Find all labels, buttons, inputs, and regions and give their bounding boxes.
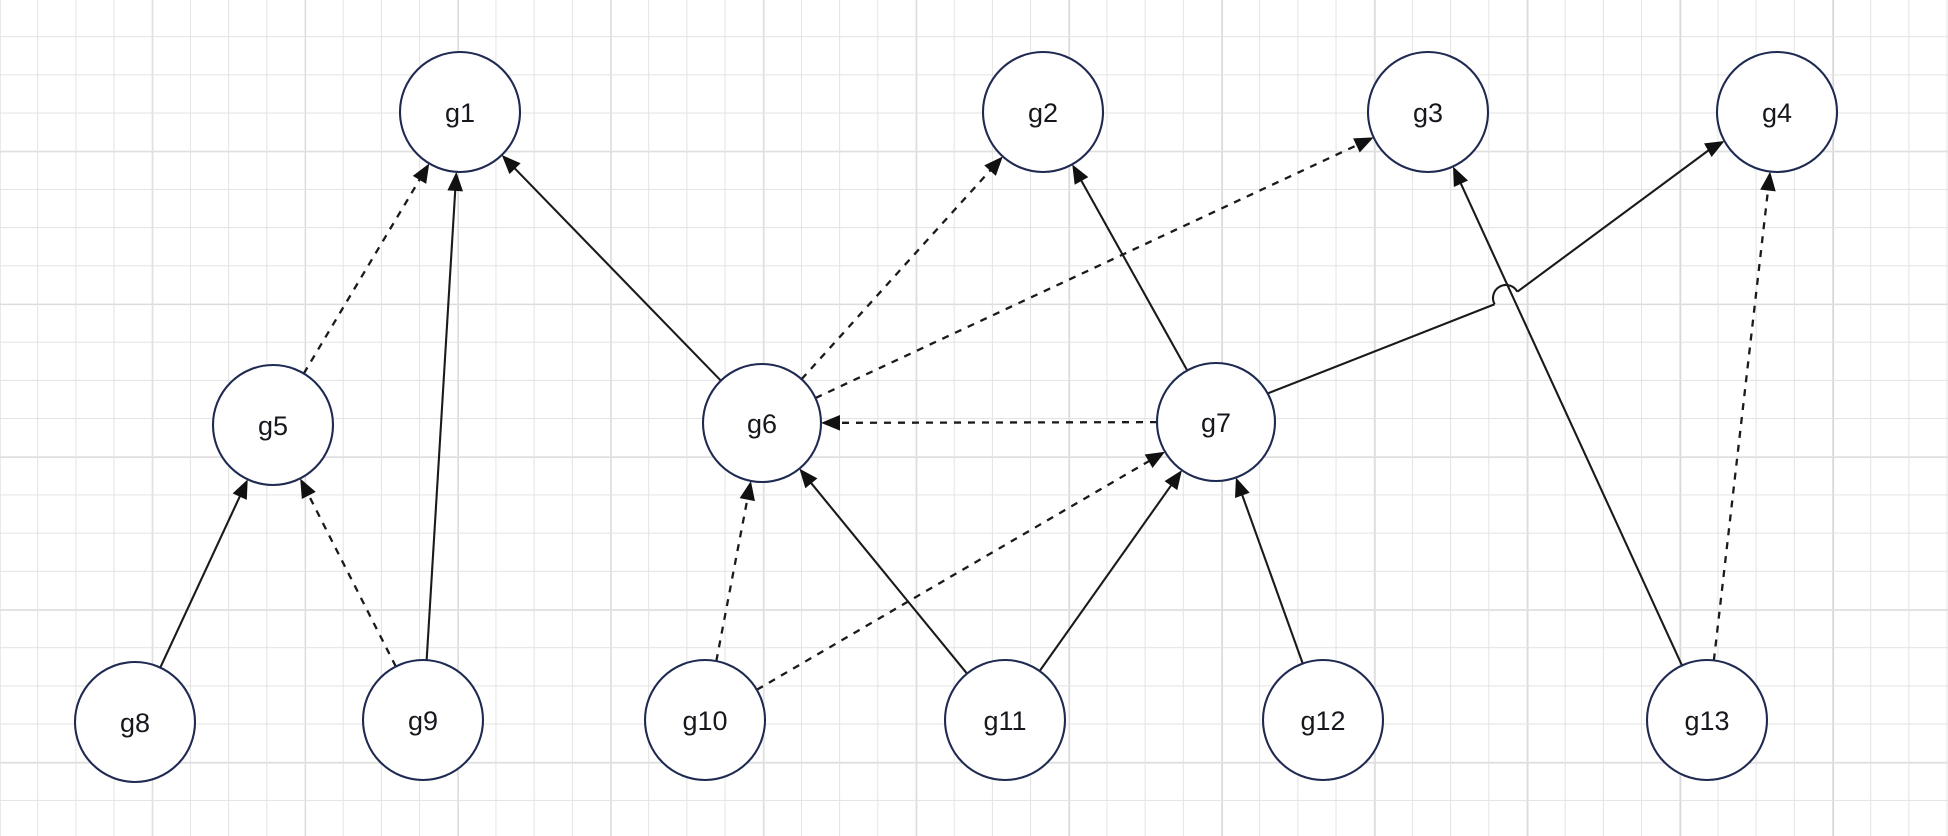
edge-segment (1712, 186, 1770, 661)
arrowhead-icon (1453, 166, 1469, 188)
edge-segment (808, 479, 968, 675)
arrowhead-icon (1235, 477, 1250, 499)
node-g6[interactable]: g6 (701, 362, 823, 484)
node-g1[interactable]: g1 (398, 50, 522, 174)
arrowhead-icon (447, 171, 463, 192)
edge-g11-to-g6[interactable] (799, 468, 968, 675)
node-shape[interactable] (1715, 50, 1839, 174)
node-g13[interactable]: g13 (1645, 658, 1769, 782)
edge-g10-to-g7[interactable] (756, 451, 1166, 691)
edge-g7-to-g4[interactable] (1267, 141, 1725, 395)
arrowhead-icon (1760, 171, 1776, 192)
node-shape[interactable] (701, 362, 823, 484)
arrowhead-icon (1164, 470, 1182, 491)
edge-segment (814, 142, 1361, 400)
edge-segment (306, 491, 397, 668)
arrowhead-icon (820, 415, 841, 431)
arrowhead-icon (1072, 164, 1089, 185)
node-g8[interactable]: g8 (73, 660, 197, 784)
arrowhead-icon (300, 478, 316, 499)
node-g10[interactable]: g10 (643, 658, 767, 782)
node-g2[interactable]: g2 (981, 50, 1105, 174)
edge-g13-to-g4[interactable] (1712, 171, 1776, 661)
node-shape[interactable] (1155, 361, 1277, 483)
edge-g12-to-g7[interactable] (1235, 477, 1304, 664)
edge-g9-to-g1[interactable] (425, 171, 463, 661)
node-shape[interactable] (981, 50, 1105, 174)
arrowhead-icon (1353, 137, 1374, 153)
arrowhead-icon (232, 479, 248, 500)
arrowhead-icon (799, 468, 818, 489)
node-g3[interactable]: g3 (1366, 50, 1490, 174)
edge-segment (800, 167, 994, 380)
node-shape[interactable] (1645, 658, 1769, 782)
edge-segment (302, 175, 423, 375)
edge-g6-to-g1[interactable] (501, 155, 722, 382)
edge-segment (1267, 303, 1496, 395)
arrowhead-icon (1144, 451, 1166, 469)
edge-segment (159, 492, 243, 669)
edge-g10-to-g6[interactable] (715, 480, 755, 662)
node-shape[interactable] (643, 658, 767, 782)
edge-g13-to-g3[interactable] (1453, 166, 1683, 666)
arrowhead-icon (984, 156, 1003, 176)
node-shape[interactable] (73, 660, 197, 784)
edge-segment (1038, 481, 1174, 672)
edge-segment (511, 165, 722, 382)
edge-segment (756, 458, 1153, 691)
edge-g5-to-g1[interactable] (302, 163, 430, 375)
edge-segment (1516, 147, 1712, 293)
node-shape[interactable] (398, 50, 522, 174)
edge-segment (1458, 179, 1683, 666)
node-g12[interactable]: g12 (1261, 658, 1385, 782)
arrowhead-icon (412, 163, 430, 184)
edge-g11-to-g7[interactable] (1038, 470, 1182, 672)
edges-layer (159, 137, 1776, 691)
nodes-layer: g1 g2 g3 g4 g5 g6 g7 g8 g9 g10 g11 g12 g13 (73, 50, 1839, 784)
arrowhead-icon (739, 480, 755, 502)
edge-g7-to-g6[interactable] (820, 415, 1158, 431)
node-shape[interactable] (1261, 658, 1385, 782)
edge-line-hop-icon (1491, 283, 1519, 305)
arrowhead-icon (501, 155, 521, 175)
edge-segment (715, 495, 750, 662)
node-g7[interactable]: g7 (1155, 361, 1277, 483)
node-g4[interactable]: g4 (1715, 50, 1839, 174)
node-shape[interactable] (361, 658, 485, 782)
node-g5[interactable]: g5 (211, 363, 335, 487)
node-shape[interactable] (211, 363, 335, 487)
edge-g9-to-g5[interactable] (300, 478, 397, 668)
edge-g8-to-g5[interactable] (159, 479, 248, 669)
arrowhead-icon (1704, 141, 1725, 158)
node-shape[interactable] (943, 658, 1067, 782)
edge-g6-to-g3[interactable] (814, 137, 1374, 400)
edge-segment (425, 186, 457, 661)
node-g9[interactable]: g9 (361, 658, 485, 782)
edge-segment (1240, 491, 1304, 664)
node-shape[interactable] (1366, 50, 1490, 174)
edge-g7-to-g2[interactable] (1072, 164, 1189, 371)
edge-g6-to-g2[interactable] (800, 156, 1003, 380)
edge-segment (1078, 177, 1189, 371)
edge-segment (836, 420, 1158, 424)
node-g11[interactable]: g11 (943, 658, 1067, 782)
